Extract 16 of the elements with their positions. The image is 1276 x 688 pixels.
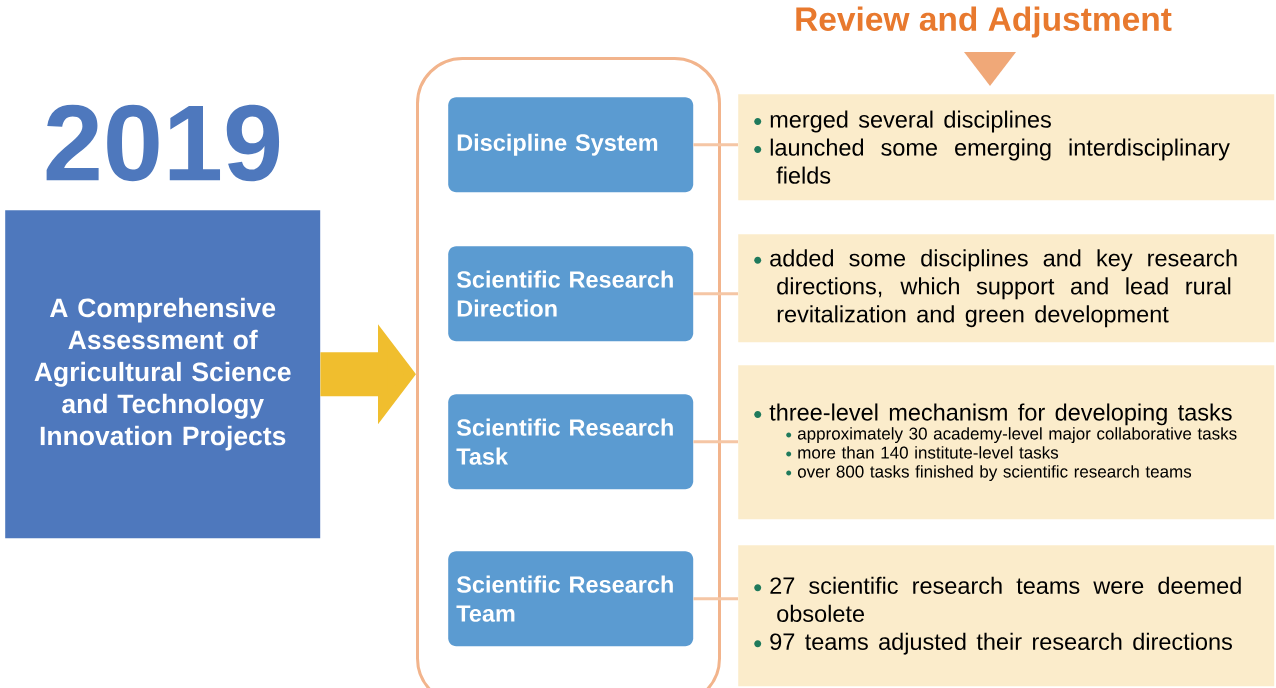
rounded-frame: [416, 57, 721, 688]
note-box: added some disciplines and key research directions, which support and lead rural revitalization and green development: [738, 234, 1275, 343]
heading: Review and Adjustment: [796, 6, 1172, 38]
category-box: Discipline System: [448, 97, 694, 193]
category-box: Scientific Research Task: [448, 394, 694, 490]
category-box: Scientific Research Direction: [448, 246, 694, 342]
note-box: three-level mechanism for developing tasks approximately 30 academy-level major collaborative tasks more than 140 institute-level tasks over 800 tasks finished by scientific research teams: [738, 365, 1275, 520]
note-box: 27 scientific research teams were deemed obsolete 97 teams adjusted their research directions: [738, 545, 1275, 687]
year-label: 2019: [46, 104, 280, 182]
assessment-box: A Comprehensive Assessment of Agricultural Science and Technology Innovation Projects: [5, 210, 321, 539]
connector-line: [693, 440, 738, 444]
connector-line: [693, 292, 738, 296]
connector-line: [693, 143, 738, 147]
connector-line: [693, 597, 738, 601]
note-box: merged several disciplines launched some emerging interdisciplinary fields: [738, 94, 1275, 201]
category-box: Scientific Research Team: [448, 551, 694, 647]
